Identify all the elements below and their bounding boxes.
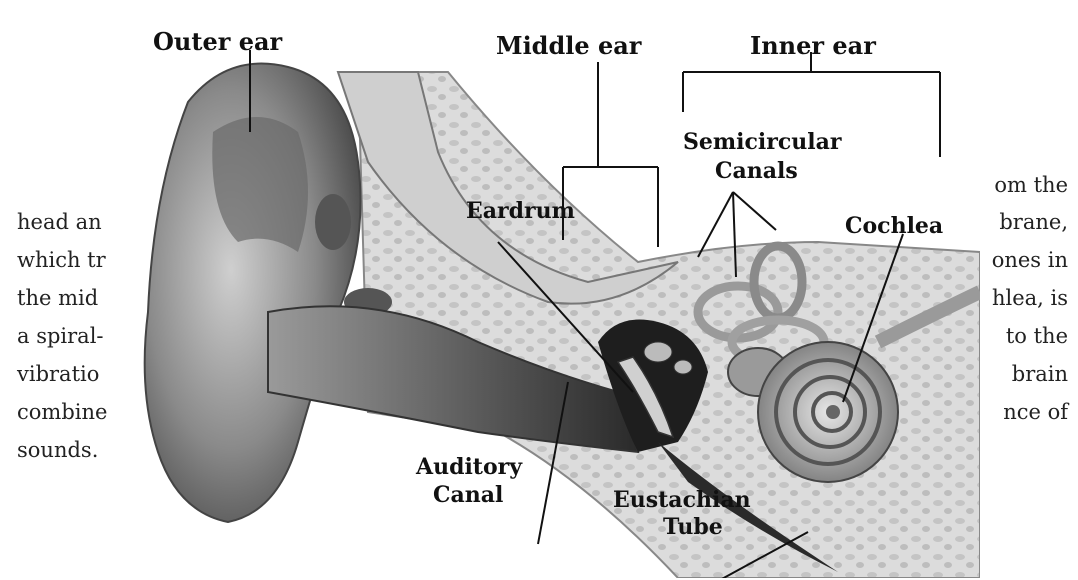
label-canal: Canal [433,482,503,508]
text-line-5-right: to the [1006,324,1068,348]
ear-diagram: Outer ear Middle ear Inner ear Semicircu… [118,12,980,578]
label-tube: Tube [663,514,723,540]
label-cochlea: Cochlea [845,213,943,239]
text-line-4-right: hlea, is [992,286,1068,310]
label-eardrum: Eardrum [466,198,575,224]
label-semicircular: Semicircular [683,129,842,155]
cartilage-node [315,194,351,250]
text-line-5-left: a spiral- [17,324,104,348]
text-line-2-left: head an [17,210,102,234]
label-outer-ear: Outer ear [153,27,283,56]
text-line-3-left: which tr [17,248,106,272]
text-line-2-right: brane, [999,210,1068,234]
text-line-4-left: the mid [17,286,98,310]
text-line-7-left: combine [17,400,107,424]
text-line-6-right: brain [1012,362,1068,386]
label-inner-ear: Inner ear [750,31,876,60]
text-line-7-right: nce of [1003,400,1068,424]
text-line-8: sounds. [17,438,98,462]
text-line-3-right: ones in [992,248,1068,272]
label-auditory: Auditory [415,454,523,480]
text-line-6-left: vibratio [17,362,99,386]
ear-anatomy-figure: Outer ear Middle ear Inner ear Semicircu… [118,12,980,578]
label-canals: Canals [715,158,798,184]
label-middle-ear: Middle ear [496,31,642,60]
ossicles [644,342,672,362]
label-eustachian: Eustachian [613,487,751,513]
text-line-1-right: om the [994,173,1068,197]
